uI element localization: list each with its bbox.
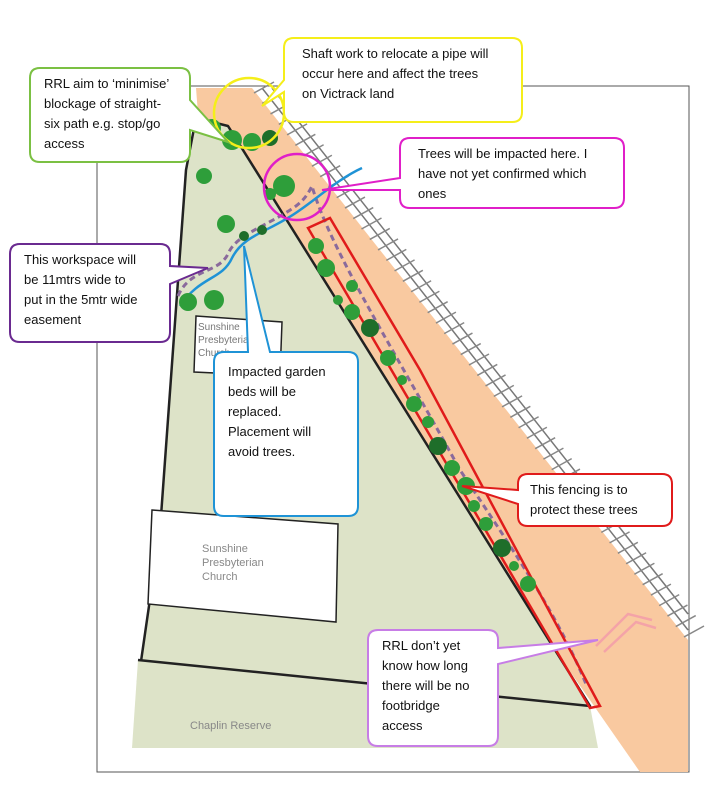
tree xyxy=(380,350,396,366)
tree xyxy=(196,168,212,184)
track-sleeper xyxy=(534,437,556,450)
track-sleeper xyxy=(369,227,391,241)
track-sleeper xyxy=(501,395,523,408)
track-sleeper xyxy=(509,405,531,418)
track-sleeper xyxy=(394,259,415,272)
track-sleeper xyxy=(617,541,639,554)
tree xyxy=(406,396,422,412)
callout-fencing-box xyxy=(461,473,673,527)
tree xyxy=(239,231,249,241)
church-large-line: Sunshine xyxy=(202,543,248,555)
track-sleeper xyxy=(253,81,275,94)
tree xyxy=(204,290,224,310)
track-sleeper xyxy=(452,332,473,345)
callout-garden-beds-text: Impacted garden beds will be replaced. P… xyxy=(228,364,326,459)
callout-footbridge-box xyxy=(367,629,599,747)
track-sleeper xyxy=(609,531,630,544)
track-sleeper xyxy=(352,206,374,220)
tree xyxy=(429,437,447,455)
tree xyxy=(273,175,295,197)
tree xyxy=(262,130,278,146)
track-sleeper xyxy=(311,154,333,167)
church-large-label: Sunshine Presbyterian Church xyxy=(202,543,267,583)
track-sleeper xyxy=(634,562,655,575)
callout-straight-six-box xyxy=(29,67,232,163)
track-sleeper xyxy=(650,583,672,596)
church-large-line: Church xyxy=(202,571,237,583)
track-sleeper xyxy=(493,384,515,398)
track-sleeper xyxy=(675,614,697,628)
callout-fencing-text: This fencing is to protect these trees xyxy=(530,482,638,517)
track-sleeper xyxy=(683,625,705,638)
track-sleeper xyxy=(361,217,382,230)
track-sleeper xyxy=(435,311,457,324)
tree xyxy=(479,517,493,531)
track-sleeper xyxy=(460,342,482,356)
tree xyxy=(317,259,335,277)
church-building-large xyxy=(147,509,339,623)
tree xyxy=(397,375,407,385)
church-large-line: Presbyterian xyxy=(202,557,264,569)
tree xyxy=(264,188,276,200)
reserve-boundary xyxy=(137,658,591,708)
tree xyxy=(520,576,536,592)
track-sleeper xyxy=(543,447,564,460)
callout-trees-impacted-box xyxy=(321,137,625,209)
tree-protection-fence xyxy=(306,216,602,710)
tree xyxy=(444,460,460,476)
track-sleeper xyxy=(294,133,316,146)
track-sleeper xyxy=(319,165,341,178)
track-sleeper xyxy=(642,573,664,586)
tree xyxy=(493,539,511,557)
tree xyxy=(344,304,360,320)
rail-corridor xyxy=(196,88,688,772)
track-sleeper xyxy=(286,123,308,136)
trees-group xyxy=(179,119,536,592)
track-sleeper xyxy=(625,552,647,565)
callout-footbridge-text: RRL don’t yet know how long there will b… xyxy=(382,638,470,733)
track-sleeper xyxy=(518,416,539,429)
track-sleeper xyxy=(476,363,498,377)
callout-workspace-box xyxy=(9,243,209,343)
track-sleeper xyxy=(658,593,680,607)
track-sleeper xyxy=(551,457,573,471)
track-sleeper xyxy=(427,301,449,314)
track-sleeper xyxy=(402,269,424,282)
callout-shaft-work-box xyxy=(261,37,523,123)
callout-garden-beds-box xyxy=(213,245,359,517)
church-small-line: Church xyxy=(198,348,230,359)
tree xyxy=(346,280,358,292)
tree xyxy=(509,561,519,571)
track-sleeper xyxy=(419,290,440,303)
track-sleeper xyxy=(443,321,465,335)
tree xyxy=(308,238,324,254)
callout-workspace-text: This workspace will be 11mtrs wide to pu… xyxy=(24,252,138,327)
tree xyxy=(361,319,379,337)
tree xyxy=(257,225,267,235)
callout-shaft-work-text: Shaft work to relocate a pipe will occur… xyxy=(302,46,489,101)
tree xyxy=(468,500,480,512)
track-sleeper xyxy=(344,196,366,209)
track-sleeper xyxy=(410,280,432,293)
church-small-line: Presbyterian xyxy=(198,335,254,346)
track-sleeper xyxy=(485,374,506,387)
church-small-label: Sunshine Presbyterian Church xyxy=(198,322,257,359)
track-sleeper xyxy=(377,238,399,251)
track-sleeper xyxy=(468,353,490,366)
track-sleeper xyxy=(303,144,324,157)
reserve-label: Chaplin Reserve xyxy=(190,720,271,732)
footbridge-marker xyxy=(595,612,657,653)
trees-impacted-circle xyxy=(262,152,332,222)
callout-trees-impacted-text: Trees will be impacted here. I have not … xyxy=(418,146,588,201)
tree xyxy=(333,295,343,305)
tree xyxy=(422,416,434,428)
church-small-line: Sunshine xyxy=(198,322,240,333)
track-sleeper xyxy=(385,248,407,262)
track-sleeper xyxy=(667,604,688,617)
track-sleeper xyxy=(526,426,548,439)
callout-straight-six-text: RRL aim to ‘minimise’ blockage of straig… xyxy=(44,76,170,151)
tree xyxy=(217,215,235,233)
tree xyxy=(179,293,197,311)
